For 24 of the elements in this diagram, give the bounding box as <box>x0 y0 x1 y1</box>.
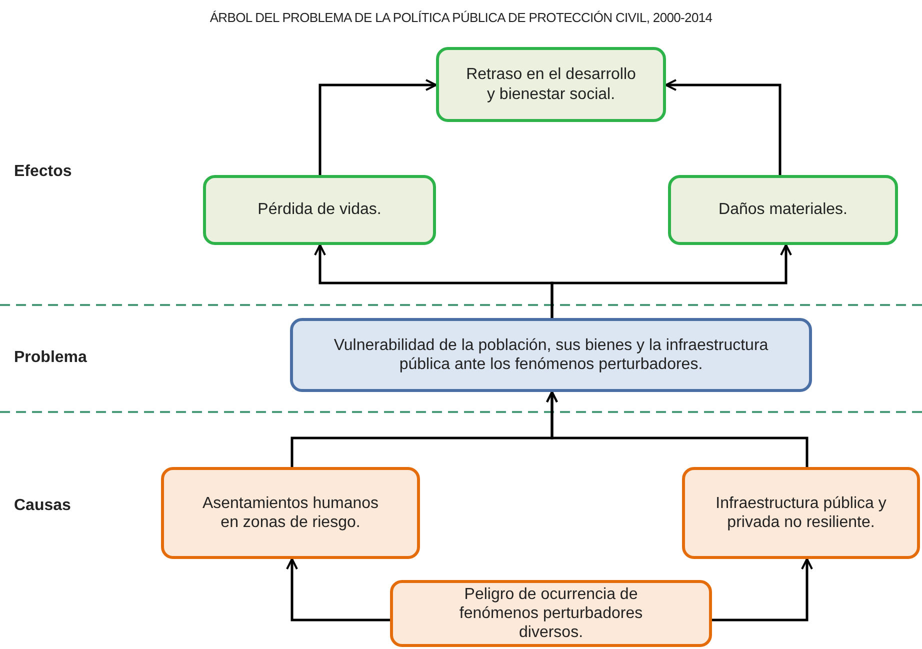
cause-effect-box <box>682 467 920 559</box>
arrow <box>550 244 792 318</box>
cause-effect-box <box>203 175 436 245</box>
row-label: Causas <box>14 496 71 516</box>
box-text: Infraestructura pública y privada no resiliente. <box>714 494 888 532</box>
row-label: Problema <box>14 348 87 368</box>
box-text: Peligro de ocurrencia de fenómenos perturbadores diversos. <box>458 584 644 642</box>
cause-effect-box <box>161 467 420 559</box>
row-label: Efectos <box>14 162 72 182</box>
box-text: Vulnerabilidad de la población, sus bienes y la infraestructura pública ante los fenómenos perturbadores. <box>332 336 770 374</box>
cause-effect-box <box>290 318 812 392</box>
box-text: Daños materiales. <box>718 200 848 220</box>
box-text: Retraso en el desarrollo y bienestar social. <box>466 65 636 104</box>
diagram-title: ÁRBOL DEL PROBLEMA DE LA POLÍTICA PÚBLICA DE PROTECCIÓN CIVIL, 2000-2014 <box>208 9 714 27</box>
cause-effect-box <box>668 175 898 245</box>
box-text: Pérdida de vidas. <box>258 200 382 220</box>
arrow <box>318 79 437 175</box>
arrow <box>712 558 813 622</box>
cause-effect-box <box>436 47 666 122</box>
arrow <box>286 558 390 622</box>
arrow <box>546 391 808 467</box>
arrow <box>665 79 782 175</box>
cause-effect-box <box>390 580 712 647</box>
box-text: Asentamientos humanos en zonas de riesgo. <box>201 494 380 532</box>
